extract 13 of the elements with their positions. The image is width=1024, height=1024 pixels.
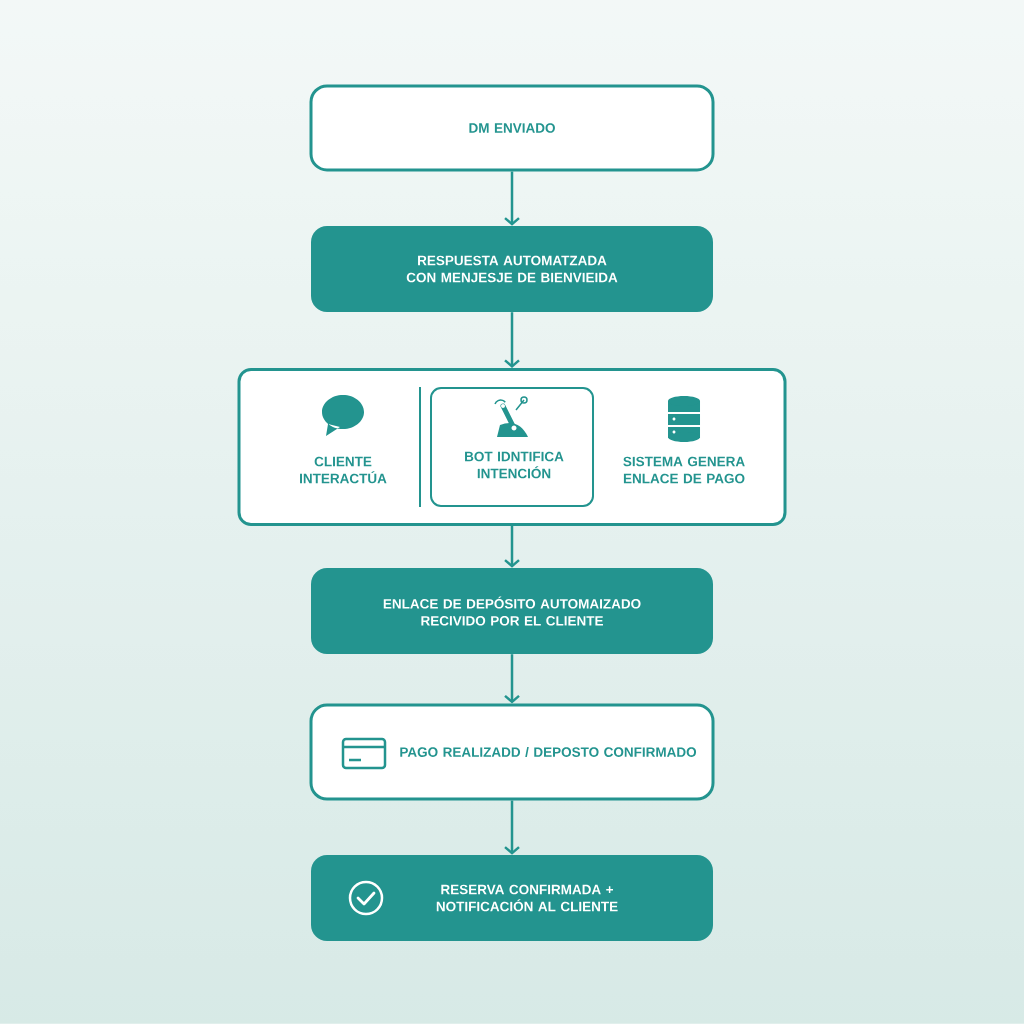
arrow	[504, 654, 520, 704]
process-box: RESERVA CONFIRMADA + NOTIFICACIÓN AL CLIENTE	[311, 855, 713, 941]
arrow	[504, 171, 520, 226]
step-label: SISTEMA GENERA ENLACE DE PAGO	[623, 456, 745, 484]
process-box: DM ENVIADO	[309, 84, 715, 172]
arrow	[504, 800, 520, 855]
process-box: RESPUESTA AUTOMATZADA CON MENJESJE DE BIENVIEIDA	[311, 226, 713, 312]
step-label: CLIENTE INTERACTÚA	[300, 456, 387, 484]
process-box: PAGO REALIZADD / DEPOSTO CONFIRMADO	[309, 703, 715, 801]
process-box: BOT IDNTIFICA INTENCIÓN	[430, 387, 594, 507]
process-box: ENLACE DE DEPÓSITO AUTOMAIZADO RECIVIDO POR EL CLIENTE	[311, 568, 713, 654]
arrow	[504, 526, 520, 568]
arrow	[504, 312, 520, 368]
